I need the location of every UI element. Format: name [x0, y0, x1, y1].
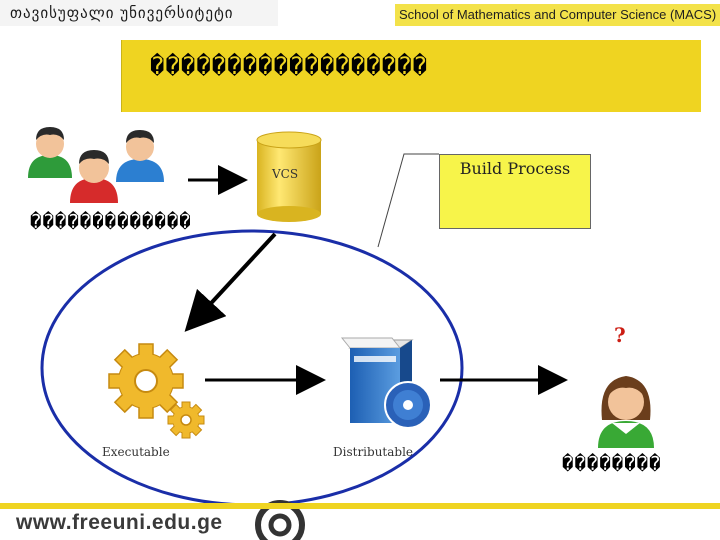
vcs-database-icon: [256, 131, 322, 222]
footer-divider: [0, 503, 720, 509]
school-name: School of Mathematics and Computer Scien…: [395, 4, 720, 26]
distributable-label: Distributable: [333, 445, 414, 459]
software-box-icon: [340, 337, 432, 429]
executable-label: Executable: [102, 445, 170, 459]
vcs-label: VCS: [272, 167, 299, 181]
callout-line: [377, 153, 439, 248]
question-mark: ?: [614, 323, 626, 347]
footer-website[interactable]: www.freeuni.edu.ge: [16, 511, 223, 534]
slide-title: ������������������: [150, 52, 429, 80]
title-bar: [121, 40, 701, 112]
user-label: ��������: [562, 453, 662, 475]
arrow-vcs-to-executable: [184, 232, 277, 332]
gear-icon: [108, 343, 205, 439]
developers-label: �������������: [30, 211, 192, 233]
build-process-label: Build Process: [459, 159, 571, 178]
university-name: თავისუფალი უნივერსიტეტი: [0, 0, 278, 26]
build-process-box: Build Process: [439, 154, 591, 229]
developers-group-icon: [28, 127, 164, 203]
user-icon: [598, 376, 654, 448]
